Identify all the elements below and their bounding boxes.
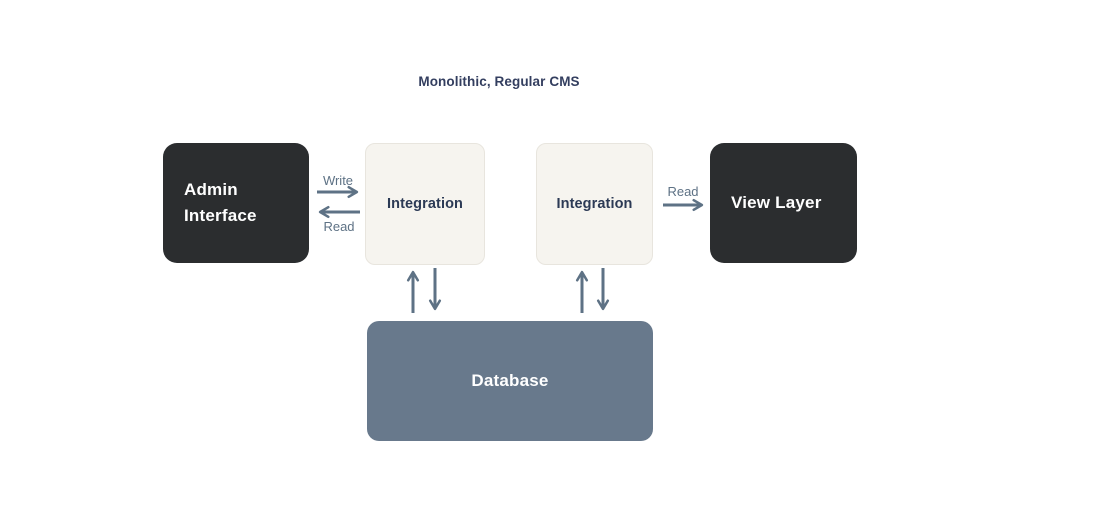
node-integration-left: Integration — [365, 143, 485, 265]
node-view-layer-label: View Layer — [731, 193, 822, 212]
diagram-title: Monolithic, Regular CMS — [418, 74, 580, 89]
edge-label-read-right: Read — [667, 184, 699, 199]
edge-label-read-left: Read — [323, 219, 355, 234]
node-integration-right-label: Integration — [556, 196, 633, 212]
node-integration-left-label: Integration — [386, 196, 463, 212]
node-integration-right: Integration — [536, 143, 653, 265]
node-database: Database — [367, 321, 653, 441]
node-admin-interface-label: Admin Interface — [184, 180, 257, 225]
node-admin-interface: Admin Interface — [163, 143, 309, 263]
edge-label-write: Write — [322, 173, 354, 188]
node-database-label: Database — [471, 371, 549, 390]
node-view-layer: View Layer — [710, 143, 857, 263]
